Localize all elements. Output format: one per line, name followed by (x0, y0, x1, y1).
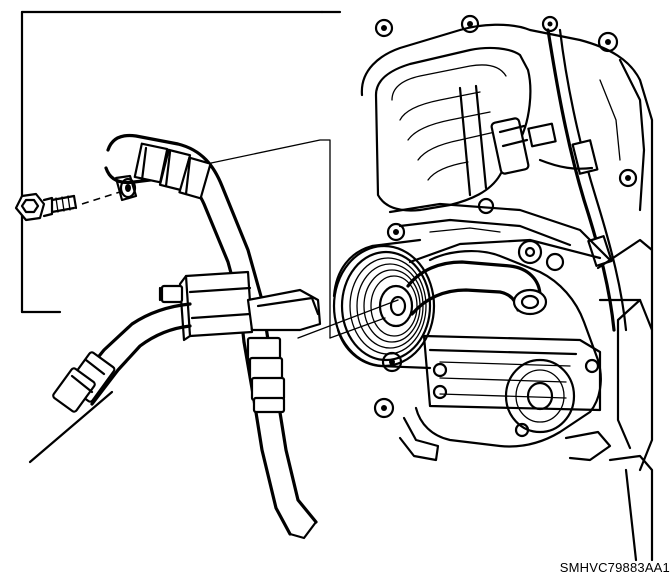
engine-block (360, 14, 654, 332)
figure-code: SMHVC79883AA1 (559, 560, 670, 575)
hose-clamp-block (178, 270, 322, 342)
hose-bolt (14, 192, 78, 222)
compressor-body (373, 249, 654, 562)
compressor-bracket (388, 202, 654, 332)
frame-leader-lines (20, 10, 342, 464)
ac-hose-assembly (14, 133, 322, 540)
